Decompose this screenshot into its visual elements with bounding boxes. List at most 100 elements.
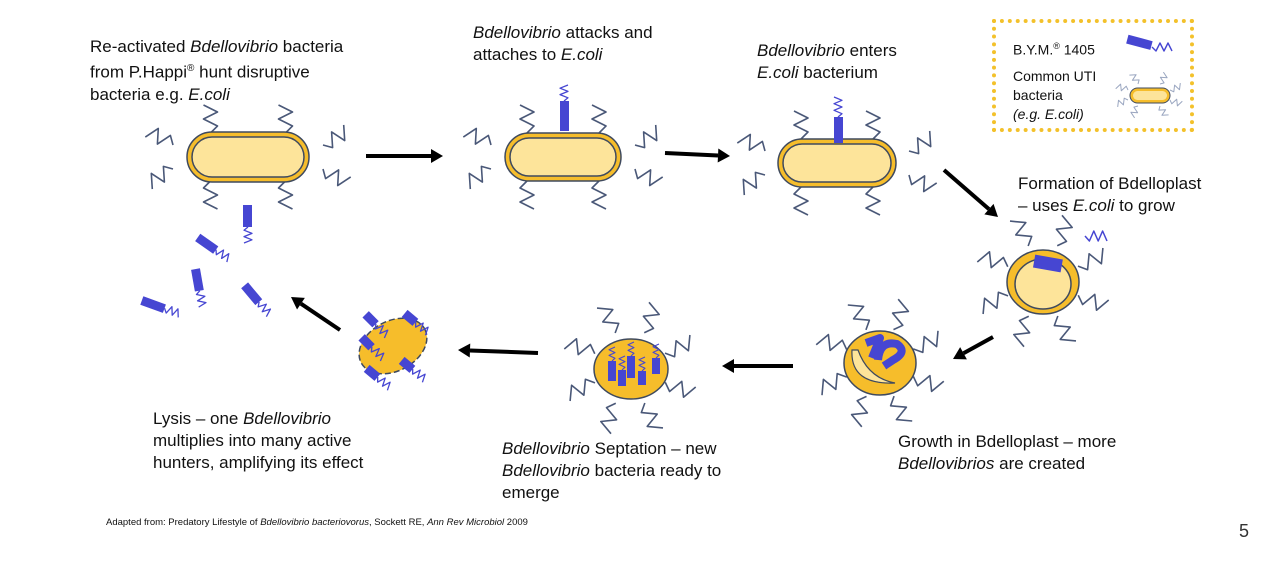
legend-ecoli-flagellum: [1117, 97, 1129, 107]
ecoli-flagellum: [322, 168, 352, 187]
bdelloplast-flagellum: [1077, 293, 1110, 311]
bdelloplast-flagellum: [1009, 220, 1033, 247]
ecoli-flagellum: [202, 104, 219, 134]
label-line: Re-activated Bdellovibrio bacteria: [90, 37, 344, 56]
bdelloplast-flagellum: [891, 298, 910, 331]
ecoli-flagellum: [468, 165, 492, 190]
septated-flagellum: [638, 356, 646, 372]
arrow-shaft: [664, 151, 719, 158]
bdellovibrio-free-5: [140, 296, 179, 318]
ecoli-flagellum: [277, 180, 294, 210]
legend-ecoli-flagellum: [1129, 74, 1140, 85]
bdellovibrio-body: [401, 309, 419, 326]
label-line: Lysis – one Bdellovibrio: [153, 409, 331, 428]
arrow-stage2-to-3: [664, 148, 730, 163]
legend-uti-line3: (e.g. E.coli): [1013, 106, 1084, 122]
bdellovibrio-body: [241, 282, 263, 306]
bdelloplast-flagellum: [889, 395, 913, 422]
ecoli-flagellum: [144, 127, 174, 146]
bdellovibrio-flagellum: [215, 249, 230, 263]
bdelloplast-flagellum: [912, 374, 945, 393]
bdellovibrio-flagellum: [411, 368, 426, 383]
bdellovibrio-free-4: [241, 282, 272, 317]
label-line: attaches to E.coli: [473, 45, 603, 64]
septated-flagellum: [627, 341, 635, 357]
ecoli-flagellum: [277, 104, 294, 134]
label-line: emerge: [502, 483, 560, 502]
ecoli-stage1: [186, 131, 310, 183]
bdelloplast-flagellum: [563, 338, 596, 356]
legend-bym-label: B.Y.M.® 1405: [1013, 41, 1095, 58]
bdellovibrio-flagellum: [414, 321, 429, 336]
bdellovibrio-inside: [1032, 254, 1063, 273]
ecoli-flagellum: [793, 186, 809, 216]
label-line: Formation of Bdelloplast: [1018, 174, 1202, 193]
ecoli-flagellum: [865, 186, 881, 216]
arrow-head: [953, 347, 967, 360]
arrow-shaft: [942, 168, 991, 211]
legend-bdellovibrio-icon: [1126, 34, 1153, 50]
ecoli-flagellum: [462, 127, 492, 146]
bdellovibrio-attached: [560, 101, 569, 131]
bdellovibrio-flagellum: [833, 96, 843, 118]
bdelloplast-flagellum: [600, 402, 618, 435]
step-label-bdelloplast: Formation of Bdelloplast– uses E.coli to…: [1018, 173, 1201, 217]
bdellovibrio-flagellum: [243, 226, 253, 244]
arrow-shaft: [469, 348, 539, 355]
label-line: Bdellovibrio attacks and: [473, 23, 653, 42]
step-label-reactivated: Re-activated Bdellovibrio bacteria from P…: [90, 36, 343, 106]
legend-ecoli-flagellum: [1169, 83, 1181, 93]
bdelloplast-flagellum: [664, 380, 697, 398]
bdellovibrio-entering: [834, 117, 843, 143]
label-line: Growth in Bdelloplast – more: [898, 432, 1117, 451]
ecoli-inner-cell: [509, 137, 617, 177]
legend-bdellovibrio-flagellum: [1151, 42, 1173, 52]
bdelloplast-flagellum: [1013, 315, 1031, 348]
bdelloplast-flagellum: [664, 334, 691, 358]
citation: Adapted from: Predatory Lifestyle of Bde…: [106, 517, 528, 528]
bdelloplast-flagellum: [815, 333, 848, 352]
legend-uti-line2: bacteria: [1013, 87, 1063, 103]
septated-flagellum: [608, 346, 616, 362]
septated-flagellum: [652, 343, 660, 359]
ecoli-flagellum: [150, 165, 174, 190]
arrow-head: [717, 148, 730, 163]
ecoli-flagellum: [634, 168, 664, 187]
label-line: from P.Happi® hunt disruptive: [90, 62, 310, 82]
label-line: hunters, amplifying its effect: [153, 453, 364, 472]
legend-ecoli-flagellum: [1130, 105, 1139, 119]
bdelloplast-flagellum: [1077, 247, 1104, 271]
ecoli-stage3: [777, 138, 897, 188]
bdelloplast-flagellum: [596, 307, 620, 334]
bdellovibrio-released-3: [358, 334, 385, 362]
bdellovibrio-flagellum: [559, 84, 569, 102]
bdelloplast-flagellum: [1055, 214, 1073, 247]
arrow-head: [291, 297, 305, 310]
septated-bdellovibrio: [618, 370, 626, 386]
septated-bdellovibrio: [608, 361, 616, 381]
bdelloplast-flagellum: [640, 402, 664, 429]
bdelloplast-flagellum: [850, 395, 869, 428]
ecoli-flagellum: [202, 180, 219, 210]
arrow-stage4-to-5: [953, 335, 994, 360]
bdellovibrio-body: [363, 364, 381, 381]
bdellovibrio-body: [195, 233, 219, 254]
bdellovibrio-body: [191, 268, 204, 292]
legend-ecoli-flagellum: [1169, 98, 1183, 107]
bdellovibrio-flagellum: [163, 305, 179, 318]
arrow-stage6-to-7: [458, 343, 539, 358]
bdellovibrio-flagellum: [374, 323, 389, 339]
bdellovibrio-flagellum: [376, 376, 391, 391]
septated-bdellovibrio: [652, 358, 660, 374]
bdelloplast-flagellum: [569, 378, 596, 402]
ecoli-flagellum: [519, 180, 535, 210]
ecoli-flagellum: [793, 110, 809, 140]
ecoli-flagellum: [908, 130, 932, 155]
arrow-stage7-to-1: [291, 297, 342, 332]
bdelloplast-flagellum: [912, 330, 939, 354]
